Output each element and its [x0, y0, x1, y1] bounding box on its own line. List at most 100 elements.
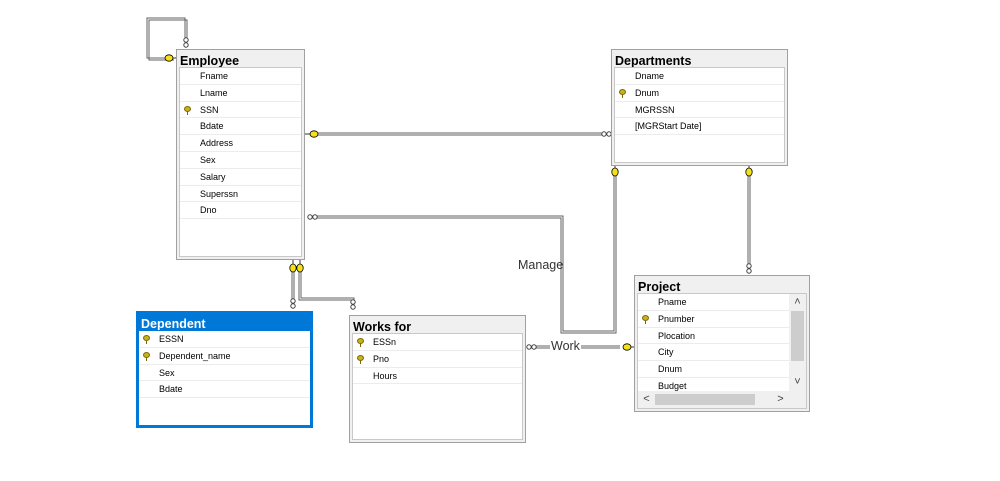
table-title: Project [638, 280, 681, 293]
column-name: Plocation [658, 330, 696, 341]
column-name: ESSn [373, 337, 397, 347]
many-end-marker [350, 299, 356, 305]
vertical-scrollbar[interactable]: ˄˅ [789, 294, 806, 391]
many-end-marker [601, 131, 607, 137]
column-row[interactable]: Dependent_name [139, 348, 310, 365]
column-row[interactable]: Sex [139, 365, 310, 382]
employee-self-relationship [146, 17, 186, 59]
horizontal-scrollbar[interactable]: <> [638, 391, 806, 408]
column-row[interactable]: Dnum [615, 85, 784, 102]
column-name: MGRSSN [635, 104, 675, 115]
column-name: Sex [200, 154, 216, 165]
column-row[interactable]: Superssn [180, 186, 301, 203]
many-end-marker [290, 298, 296, 304]
column-row[interactable]: MGRSSN [615, 102, 784, 119]
column-name: Superssn [200, 188, 239, 199]
manage-label: Manage [518, 258, 564, 272]
column-row[interactable]: Pnumber [638, 311, 789, 328]
scroll-thumb[interactable] [655, 394, 755, 405]
column-name: Address [200, 138, 234, 149]
employee-worksfor-relationship [298, 272, 353, 306]
column-name: Sex [159, 367, 175, 378]
scroll-right-icon[interactable]: > [777, 393, 784, 405]
scroll-thumb[interactable] [791, 311, 804, 361]
work-label: Work [550, 339, 581, 353]
column-name: Lname [200, 87, 228, 98]
column-name: Dno [200, 205, 217, 216]
column-row[interactable]: Dname [615, 68, 784, 85]
column-name: Pnumber [658, 313, 695, 324]
column-name: Dname [635, 71, 665, 81]
column-row[interactable]: Salary [180, 169, 301, 186]
column-row[interactable]: Dnum [638, 361, 789, 378]
column-name: Bdate [159, 384, 183, 395]
many-end-marker [526, 344, 532, 350]
key-end-marker [611, 164, 619, 177]
column-row[interactable]: City [638, 344, 789, 362]
table-title: Dependent [141, 317, 206, 330]
primary-key-icon [357, 338, 364, 347]
column-row[interactable]: Bdate [139, 381, 310, 399]
column-name: Fname [200, 71, 229, 81]
column-row[interactable]: SSN [180, 102, 301, 119]
key-end-marker [296, 260, 304, 273]
many-end-marker [183, 37, 189, 43]
scroll-up-icon[interactable]: ˄ [794, 296, 801, 308]
column-name: Dependent_name [159, 350, 231, 361]
column-row[interactable]: Address [180, 135, 301, 152]
column-name: Hours [373, 370, 398, 381]
column-name: [MGRStart Date] [635, 121, 702, 132]
column-row[interactable]: Fname [180, 68, 301, 85]
scroll-down-icon[interactable]: ˅ [794, 376, 801, 388]
column-row[interactable]: Plocation [638, 328, 789, 345]
column-row[interactable]: Pname [638, 294, 789, 311]
column-name: ESSN [159, 334, 184, 344]
scroll-left-icon[interactable]: < [643, 393, 650, 405]
column-name: SSN [200, 104, 219, 115]
key-end-marker [289, 260, 297, 273]
column-row[interactable]: Sex [180, 152, 301, 169]
column-row[interactable]: Bdate [180, 118, 301, 136]
column-name: Pno [373, 353, 390, 364]
primary-key-icon [143, 335, 150, 344]
primary-key-icon [143, 351, 150, 361]
column-name: Pname [658, 297, 687, 307]
table-title: Departments [615, 54, 692, 67]
column-row[interactable]: ESSn [353, 334, 522, 351]
primary-key-icon [619, 88, 626, 98]
column-name: Dnum [658, 364, 683, 375]
column-row[interactable]: [MGRStart Date] [615, 118, 784, 136]
column-name: City [658, 347, 674, 358]
column-name: Salary [200, 171, 226, 182]
column-name: Dnum [635, 87, 660, 98]
table-title: Employee [180, 54, 240, 67]
column-row[interactable]: Lname [180, 85, 301, 102]
column-row[interactable]: Dno [180, 202, 301, 220]
column-name: Bdate [200, 121, 224, 132]
column-name: Budget [658, 380, 687, 391]
table-title: Works for [353, 320, 412, 333]
column-row[interactable]: ESSN [139, 331, 310, 348]
manage-relationship [310, 172, 615, 332]
many-end-marker [746, 263, 752, 269]
column-row[interactable]: Hours [353, 368, 522, 385]
key-end-marker [305, 130, 319, 138]
primary-key-icon [642, 314, 649, 324]
column-row[interactable]: Pno [353, 351, 522, 368]
primary-key-icon [357, 354, 364, 364]
key-end-marker [622, 343, 635, 351]
